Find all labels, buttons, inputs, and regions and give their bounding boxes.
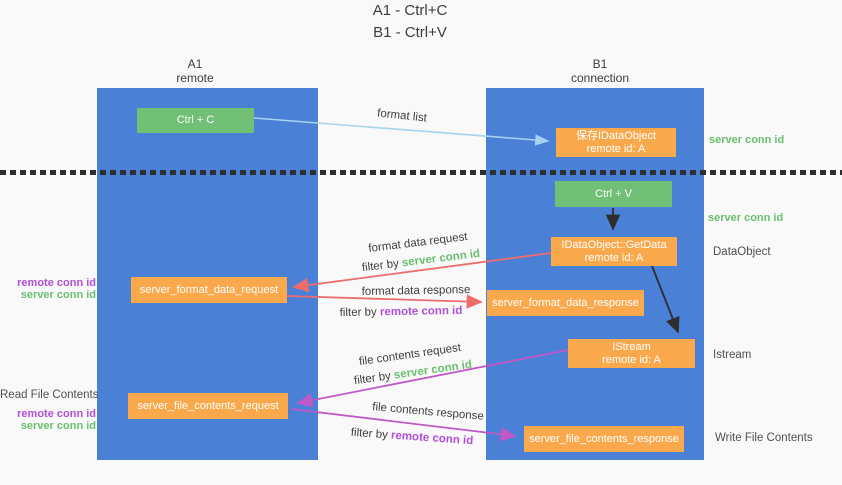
node-server-file-contents-request-label: server_file_contents_request <box>137 399 279 412</box>
title-line-1: A1 - Ctrl+C <box>372 2 448 19</box>
label-filter-by-remote-conn-id-1: filter by remote conn id <box>340 305 463 319</box>
node-istream-line1: IStream <box>612 340 651 353</box>
label-write-file-contents: Write File Contents <box>715 432 813 444</box>
node-ctrl-c-label: Ctrl + C <box>176 114 215 126</box>
node-save-idataobject-line1: 保存IDataObject <box>575 129 657 142</box>
remote-conn-id-text: remote conn id <box>379 304 463 319</box>
node-server-format-data-response: server_format_data_response <box>487 290 644 316</box>
node-server-file-contents-request: server_file_contents_request <box>128 393 288 419</box>
filter-by-text: filter by <box>361 257 400 275</box>
title-line-2: B1 - Ctrl+V <box>373 24 447 41</box>
label-server-conn-id-mid: server conn id <box>708 212 784 224</box>
node-idataobject-getdata: IDataObject::GetData remote id: A <box>551 237 677 266</box>
label-remote-conn-id-left-2: remote conn id <box>17 408 96 420</box>
remote-conn-id-text: remote conn id <box>390 429 474 448</box>
left-column-role: remote <box>176 71 214 85</box>
server-conn-id-text: server conn id <box>393 358 473 382</box>
node-istream-line2: remote id: A <box>602 353 661 366</box>
left-conn-id-labels-bottom: remote conn id server conn id <box>0 408 96 432</box>
node-server-file-contents-response-label: server_file_contents_response <box>529 432 679 445</box>
right-column-name: B1 <box>592 57 608 71</box>
right-column-role: connection <box>570 71 630 85</box>
node-idataobject-getdata-line2: remote id: A <box>584 251 644 264</box>
left-column-header: A1 remote <box>135 57 255 85</box>
label-server-conn-id-left-2: server conn id <box>20 420 96 432</box>
label-format-list: format list <box>376 107 428 125</box>
left-conn-id-labels-mid: remote conn id server conn id <box>0 277 96 301</box>
label-read-file-contents: Read File Contents <box>0 389 99 401</box>
node-save-idataobject-line2: remote id: A <box>586 142 646 155</box>
label-server-conn-id-left-1: server conn id <box>20 289 96 301</box>
node-ctrl-c: Ctrl + C <box>137 108 254 133</box>
left-column-name: A1 <box>187 57 203 71</box>
diagram-title: A1 - Ctrl+C B1 - Ctrl+V <box>0 0 820 44</box>
label-dataobject: DataObject <box>713 246 771 258</box>
label-file-contents-response: file contents response <box>371 401 485 423</box>
node-istream: IStream remote id: A <box>568 339 695 368</box>
filter-by-text: filter by <box>339 306 377 320</box>
label-server-conn-id-top: server conn id <box>709 134 785 146</box>
label-istream: Istream <box>713 349 752 361</box>
right-column-header: B1 connection <box>540 57 660 85</box>
label-remote-conn-id-left-1: remote conn id <box>17 277 96 289</box>
node-ctrl-v: Ctrl + V <box>555 181 672 207</box>
node-server-file-contents-response: server_file_contents_response <box>524 426 684 452</box>
node-ctrl-v-label: Ctrl + V <box>595 187 632 200</box>
node-idataobject-getdata-line1: IDataObject::GetData <box>561 238 667 251</box>
server-conn-id-text: server conn id <box>401 247 481 270</box>
label-filter-by-remote-conn-id-2: filter by remote conn id <box>350 427 473 448</box>
filter-by-text: filter by <box>350 426 389 442</box>
node-save-idataobject: 保存IDataObject remote id: A <box>556 128 676 157</box>
node-server-format-data-response-label: server_format_data_response <box>492 296 639 309</box>
label-format-data-response: format data response <box>361 284 471 298</box>
session-divider <box>0 170 842 175</box>
node-server-format-data-request: server_format_data_request <box>131 277 287 303</box>
filter-by-text: filter by <box>353 370 392 388</box>
node-server-format-data-request-label: server_format_data_request <box>139 283 279 296</box>
